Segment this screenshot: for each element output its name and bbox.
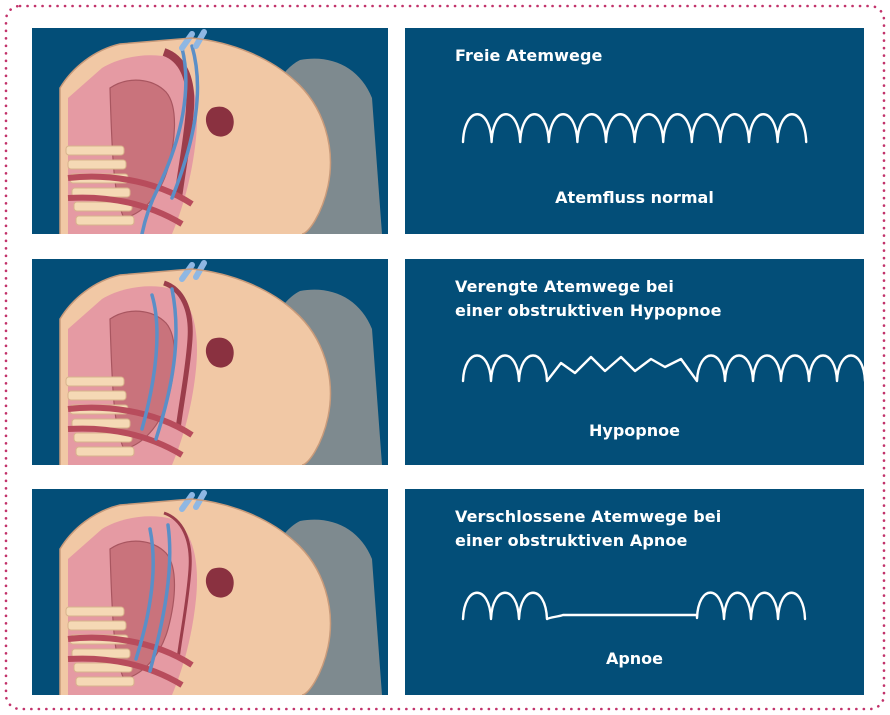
head-profile-airway-open-illustration <box>32 28 388 234</box>
illustration-airway-closed <box>32 489 388 695</box>
panel-hypopnea: Verengte Atemwege bei einer obstruktiven… <box>405 259 864 465</box>
panel-apnea: Verschlossene Atemwege bei einer obstruk… <box>405 489 864 695</box>
row-apnea: Verschlossene Atemwege bei einer obstruk… <box>32 489 864 695</box>
panel-caption: Apnoe <box>405 649 864 668</box>
panel-caption: Atemfluss normal <box>405 188 864 207</box>
panel-caption: Hypopnoe <box>405 421 864 440</box>
panel-normal: Freie Atemwege Atemfluss normal <box>405 28 864 234</box>
row-hypopnea: Verengte Atemwege bei einer obstruktiven… <box>32 259 864 465</box>
head-profile-airway-closed-illustration <box>32 489 388 695</box>
head-profile-airway-narrowed-illustration <box>32 259 388 465</box>
illustration-airway-narrowed <box>32 259 388 465</box>
illustration-airway-open <box>32 28 388 234</box>
row-normal: Freie Atemwege Atemfluss normal <box>32 28 864 234</box>
